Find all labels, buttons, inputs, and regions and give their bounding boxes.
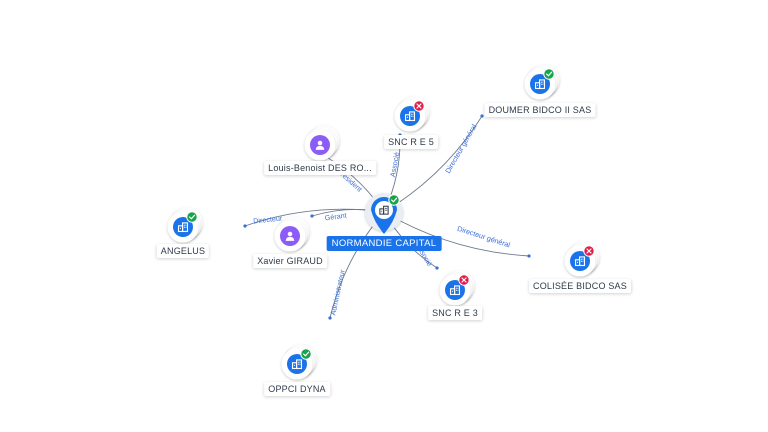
node-label-louis[interactable]: Louis-Benoist DES RO... — [264, 161, 376, 175]
node-label-xavier[interactable]: Xavier GIRAUD — [253, 254, 327, 268]
edge-label: Administrateur — [328, 268, 347, 316]
node-snc3[interactable] — [439, 270, 475, 306]
node-label-snc5[interactable]: SNC R E 5 — [384, 135, 438, 149]
cross-badge-icon — [583, 245, 595, 257]
node-doumer[interactable] — [524, 64, 560, 100]
node-label-snc3[interactable]: SNC R E 3 — [428, 306, 482, 320]
cross-badge-icon — [458, 274, 470, 286]
center-node-label[interactable]: NORMANDIE CAPITAL — [326, 236, 442, 251]
node-oppci[interactable] — [281, 344, 317, 380]
node-center[interactable] — [365, 193, 403, 234]
node-angelus[interactable] — [167, 207, 203, 243]
edge-arrow — [435, 266, 439, 270]
node-xavier[interactable] — [274, 216, 310, 252]
edge-label: Directeur général — [443, 122, 479, 175]
node-colisee[interactable] — [564, 241, 600, 277]
cross-badge-icon — [413, 100, 425, 112]
check-badge-icon — [186, 211, 198, 223]
edge-arrow — [527, 254, 531, 258]
edge-arrow — [480, 114, 484, 118]
edge-arrow — [328, 316, 332, 320]
edge-arrow — [310, 214, 314, 218]
node-louis[interactable] — [304, 125, 340, 161]
node-snc5[interactable] — [394, 96, 430, 132]
edge-label: Directeur — [253, 213, 284, 225]
check-badge-icon — [300, 348, 312, 360]
edge-label: Gérant — [324, 211, 347, 223]
node-label-colisee[interactable]: COLISÉE BIDCO SAS — [529, 279, 631, 293]
node-label-doumer[interactable]: DOUMER BIDCO II SAS — [484, 103, 596, 117]
check-badge-icon — [388, 194, 400, 206]
edge-label: Associé — [388, 151, 401, 177]
node-label-oppci[interactable]: OPPCI DYNA — [264, 382, 330, 396]
check-badge-icon — [543, 68, 555, 80]
edge-angelus: Directeur — [243, 208, 385, 228]
node-label-angelus[interactable]: ANGELUS — [156, 244, 210, 258]
edge-arrow — [243, 224, 247, 228]
